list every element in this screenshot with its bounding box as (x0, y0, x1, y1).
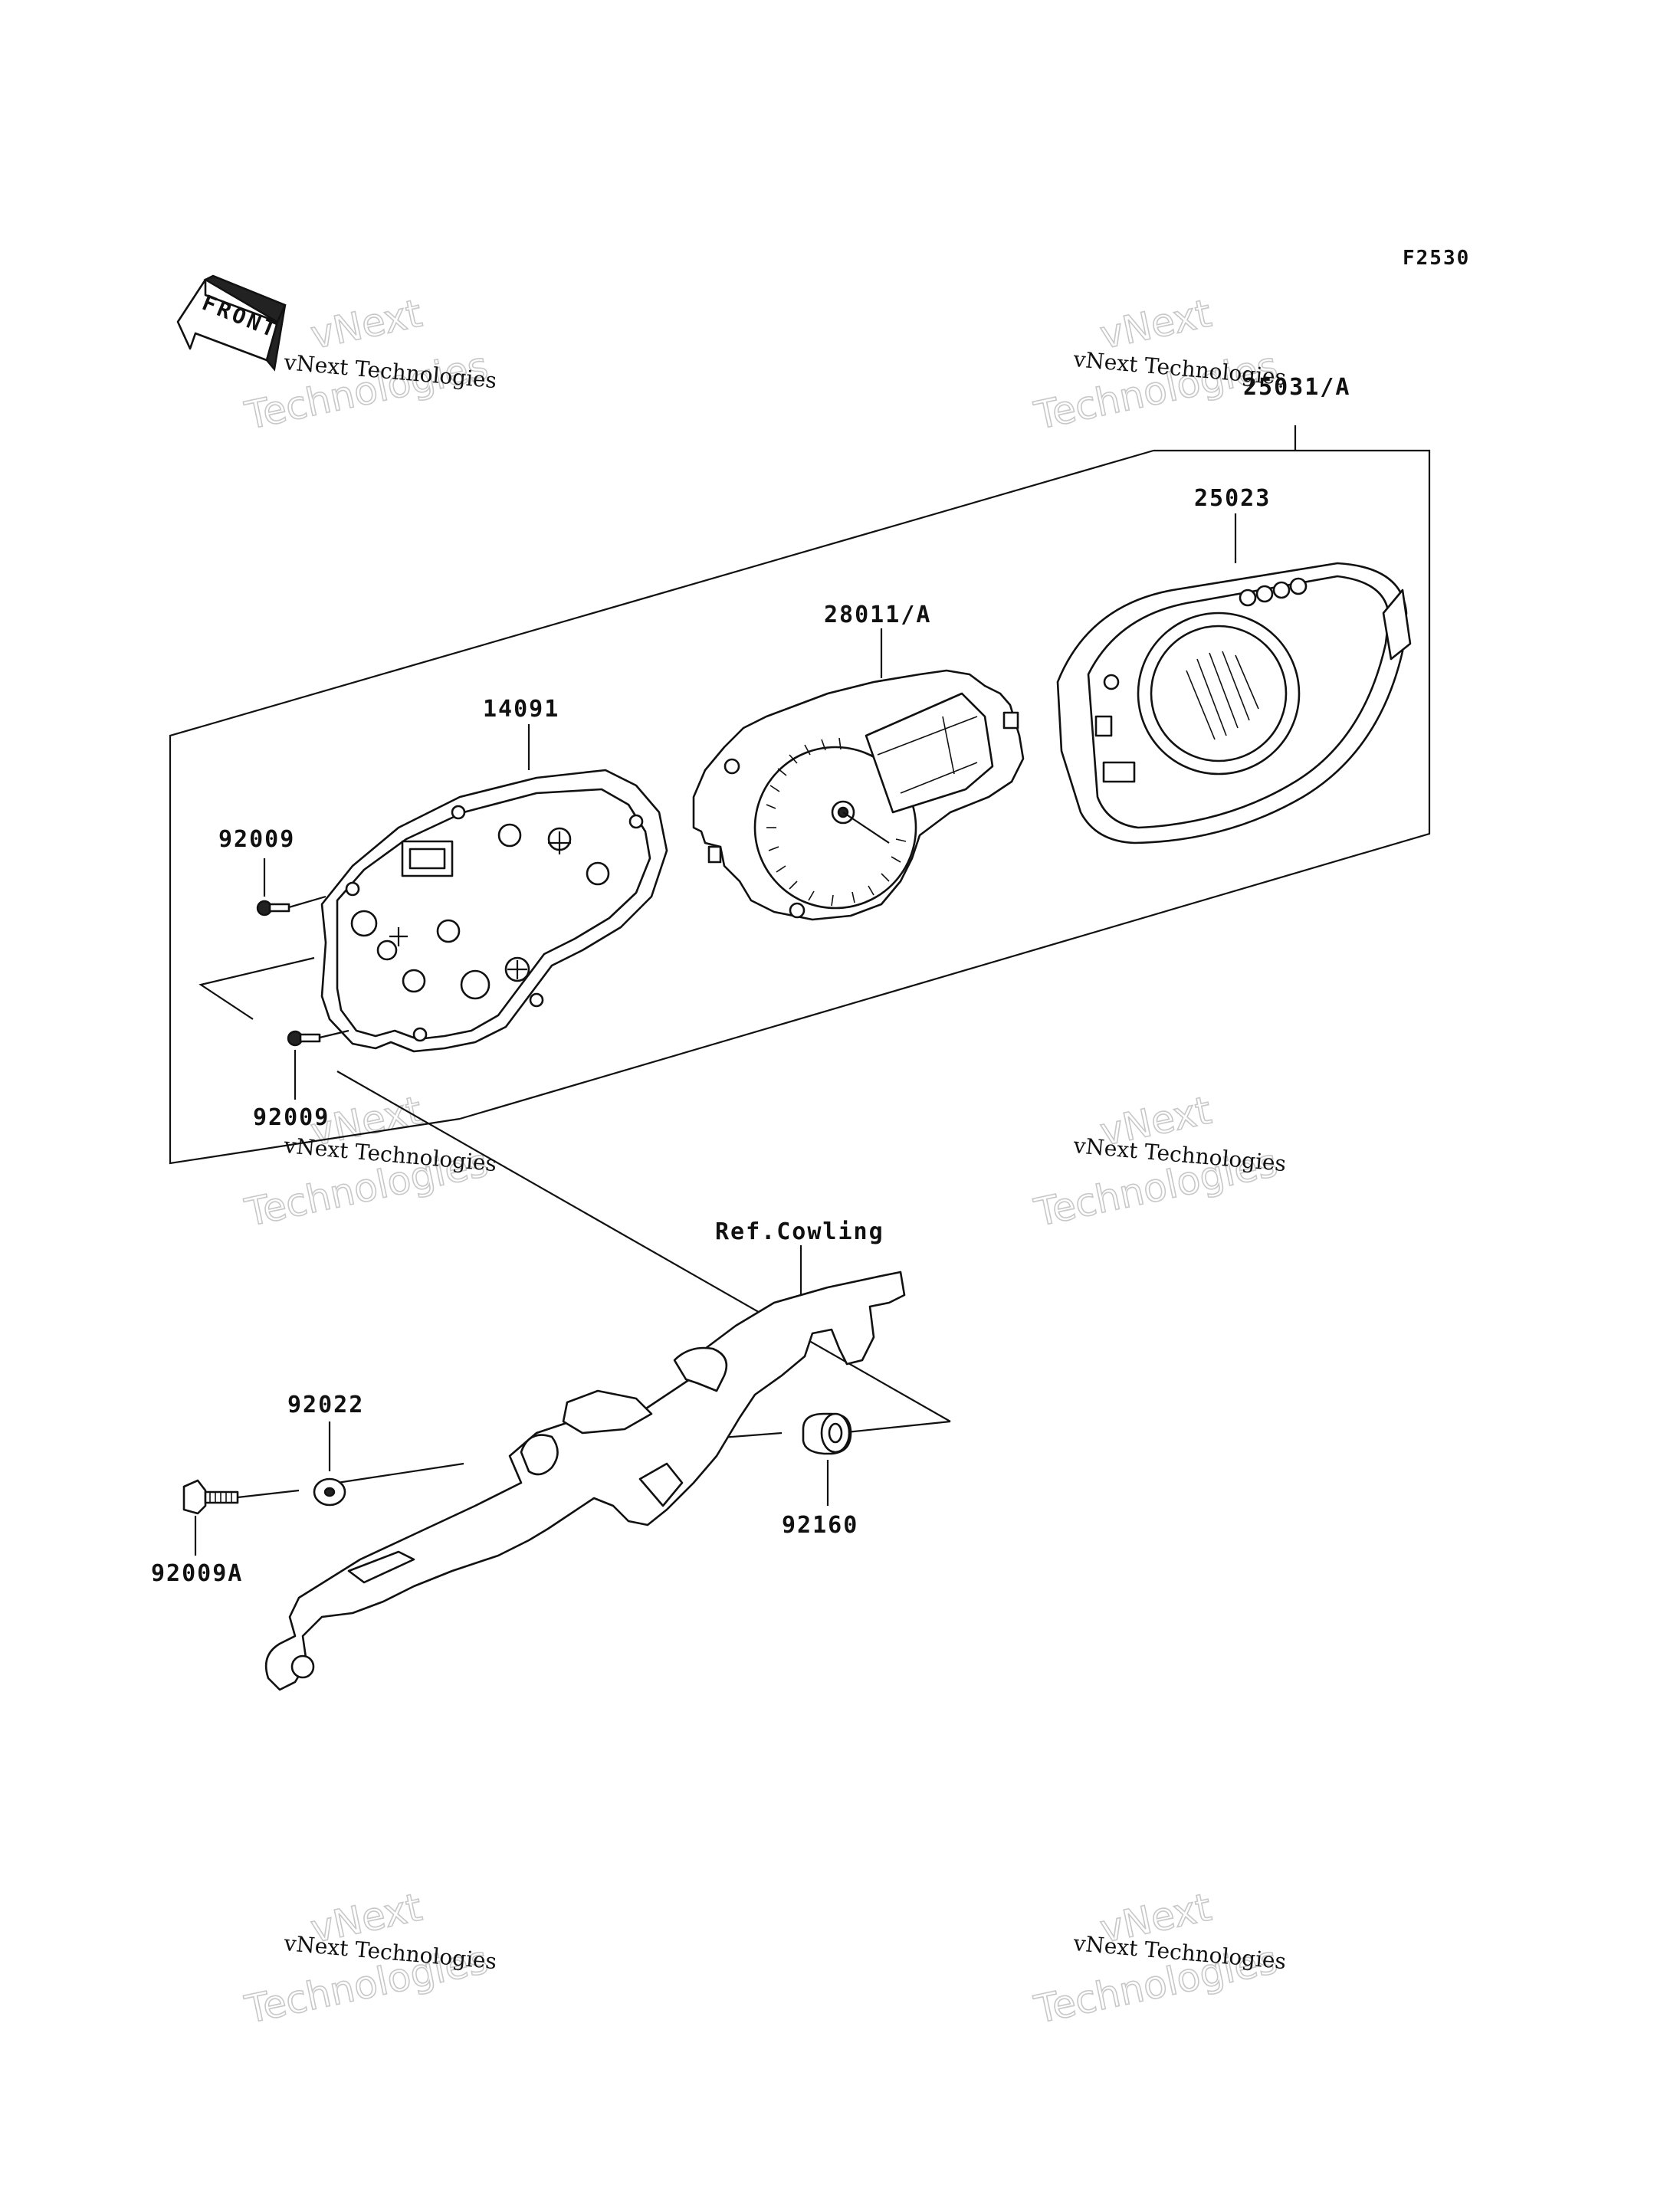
meter-unit-part (692, 628, 1025, 921)
grommet-icon (802, 1412, 852, 1506)
watermark-top-right: vNext Technologies vNext Technologies (1030, 290, 1288, 439)
label-grommet: 92160 (782, 1512, 858, 1539)
bolt-icon (182, 1479, 300, 1556)
watermark-bottom-left: vNext Technologies vNext Technologies (241, 1884, 498, 2033)
screw-upper-icon (256, 858, 326, 917)
label-bolt: 92009A (151, 1560, 243, 1587)
label-lower-case: 14091 (483, 696, 559, 723)
watermark-bottom-right: vNext Technologies vNext Technologies (1030, 1884, 1288, 2033)
label-meter-unit: 28011/A (824, 602, 931, 628)
label-washer: 92022 (287, 1392, 364, 1418)
svg-text:vNext: vNext (1096, 291, 1215, 358)
lower-case-part (320, 724, 668, 1053)
label-ref-cowling: Ref.Cowling (715, 1218, 884, 1245)
label-screw-upper: 92009 (218, 826, 295, 853)
washer-icon (313, 1421, 346, 1507)
watermark-mid-right: vNext Technologies vNext Technologies (1030, 1087, 1288, 1236)
label-case-cover: 25023 (1194, 485, 1271, 512)
front-arrow-icon: FRONT (176, 274, 287, 372)
case-cover-part (1056, 513, 1412, 844)
cowling-stay-part (264, 1245, 906, 1691)
label-meter-assy: 25031/A (1243, 374, 1350, 401)
svg-text:vNext: vNext (307, 291, 425, 358)
label-screw-lower: 92009 (253, 1104, 330, 1131)
screw-lower-icon (287, 1029, 349, 1100)
gauge-ticks (766, 737, 907, 907)
assembly-bracket (169, 425, 1431, 1165)
figure-code: F2530 (1403, 247, 1470, 270)
